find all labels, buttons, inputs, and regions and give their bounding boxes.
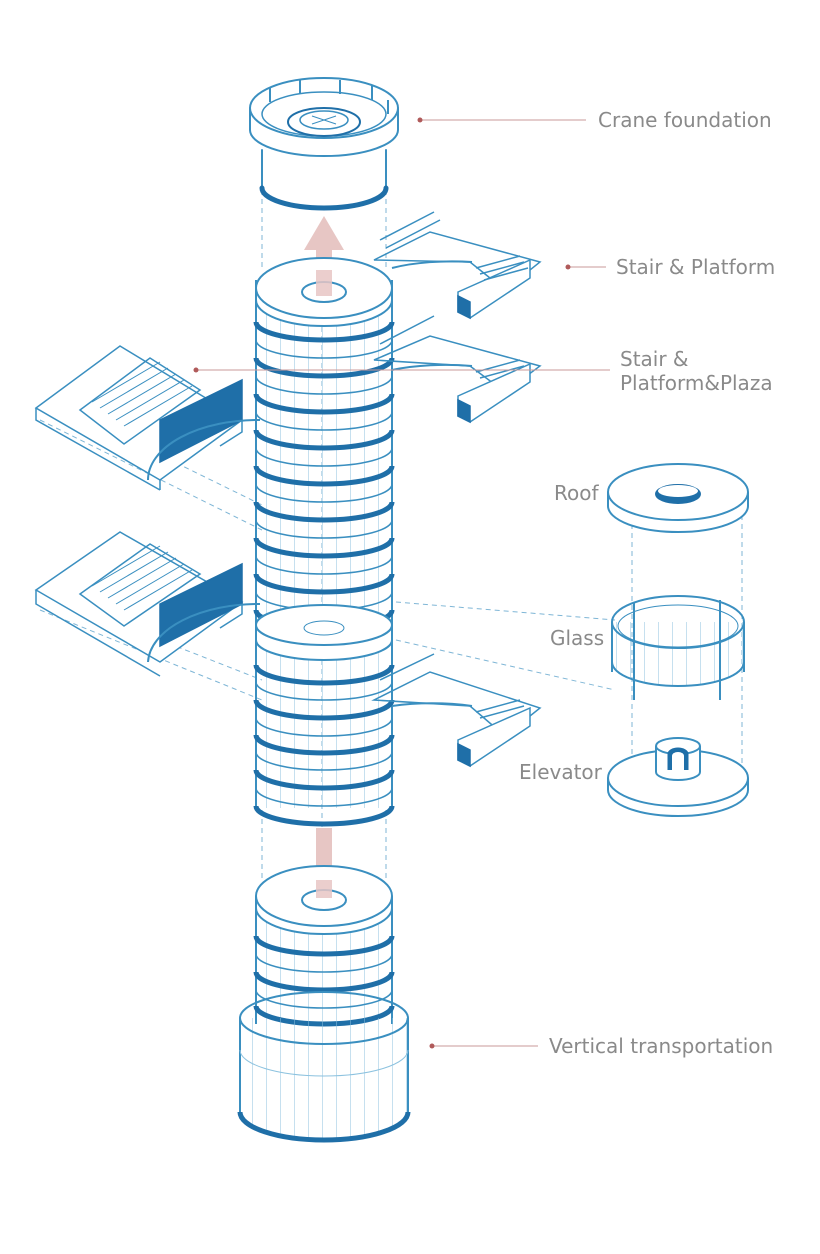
left-plaza-platforms bbox=[34, 345, 261, 677]
label-vertical-transportation: Vertical transportation bbox=[549, 1034, 773, 1058]
label-stair-platform-plaza-line1: Stair & bbox=[620, 347, 689, 371]
right-stair-platforms bbox=[371, 211, 542, 768]
leader-dots bbox=[193, 117, 571, 1049]
tower-upper bbox=[253, 257, 395, 827]
glass-component bbox=[611, 595, 745, 700]
roof-component bbox=[607, 463, 749, 533]
leader-lines bbox=[196, 119, 610, 1047]
label-roof: Roof bbox=[554, 481, 599, 505]
tower-lower bbox=[237, 865, 411, 1143]
elevator-component bbox=[607, 737, 749, 817]
crane-foundation-module bbox=[249, 77, 399, 211]
label-stair-platform: Stair & Platform bbox=[616, 255, 775, 279]
label-elevator: Elevator bbox=[519, 760, 603, 784]
label-crane-foundation: Crane foundation bbox=[598, 108, 772, 132]
label-stair-platform-plaza-line2: Platform&Plaza bbox=[620, 371, 773, 395]
label-glass: Glass bbox=[550, 626, 604, 650]
